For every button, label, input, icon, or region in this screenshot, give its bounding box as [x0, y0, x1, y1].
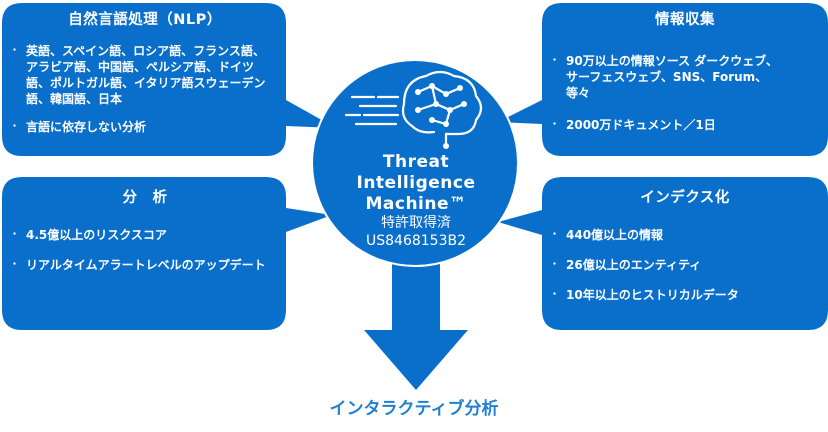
analysis-panel-shape — [2, 177, 332, 330]
patent-number: US8468153B2 — [366, 233, 466, 249]
collection-item-sources: 90万以上の情報ソース ダークウェブ、サーフェスウェブ、SNS、Forum、等々 — [550, 53, 818, 101]
analysis-item-risk-scores: 4.5億以上のリスクスコア — [10, 227, 278, 243]
analysis-item-realtime-alerts: リアルタイムアラートレベルのアップデート — [10, 257, 278, 273]
patent-info: 特許取得済 US8468153B2 — [318, 214, 514, 250]
nlp-item-languages: 英語、スペイン語、ロシア語、フランス語、アラビア語、中国語、ペルシア語、ドイツ語… — [10, 43, 278, 107]
indexing-item-information: 440億以上の情報 — [550, 227, 818, 243]
output-label: インタラクティブ分析 — [329, 399, 499, 419]
collection-title: 情報収集 — [655, 12, 715, 28]
analysis-panel: 分 析 4.5億以上のリスクスコア リアルタイムアラートレベルのアップデート — [10, 186, 278, 273]
nlp-panel: 自然言語処理（NLP） 英語、スペイン語、ロシア語、フランス語、アラビア語、中国… — [10, 8, 278, 135]
collection-panel: 情報収集 90万以上の情報ソース ダークウェブ、サーフェスウェブ、SNS、For… — [550, 8, 818, 133]
center-title-line-1: Threat — [382, 152, 450, 172]
nlp-title: 自然言語処理（NLP） — [68, 12, 222, 28]
patent-label: 特許取得済 — [381, 215, 451, 231]
analysis-title: 分 析 — [122, 190, 168, 206]
center-circle — [312, 60, 518, 266]
down-arrow — [364, 258, 468, 390]
brain-network-icon — [344, 70, 483, 148]
indexing-item-historical: 10年以上のヒストリカルデータ — [550, 287, 818, 303]
indexing-title: インデクス化 — [640, 190, 730, 206]
center-title-line-2: Intelligence — [356, 173, 476, 193]
center-title: Threat Intelligence Machine™ — [318, 152, 514, 215]
collection-item-docs-per-day: 2000万ドキュメント／1日 — [550, 117, 818, 133]
nlp-item-language-agnostic: 言語に依存しない分析 — [10, 119, 278, 135]
center-title-line-3: Machine™ — [365, 194, 467, 214]
indexing-panel: インデクス化 440億以上の情報 26億以上のエンティティ 10年以上のヒストリ… — [550, 186, 818, 303]
indexing-item-entities: 26億以上のエンティティ — [550, 257, 818, 273]
